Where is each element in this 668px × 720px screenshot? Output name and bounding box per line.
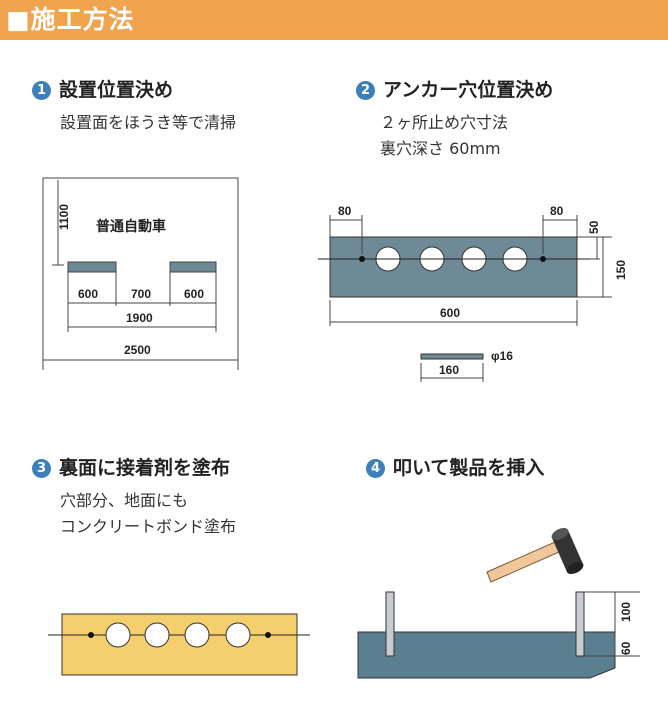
dim-right-stop: 600 bbox=[184, 287, 204, 301]
dim-inner-width: 1900 bbox=[126, 311, 153, 325]
car-stop-block-top-view bbox=[329, 236, 578, 298]
anchor-rod-right bbox=[575, 591, 585, 657]
left-car-stop bbox=[67, 261, 117, 273]
step-3-note-1: 穴部分、地面にも bbox=[60, 491, 189, 510]
step-4-title: 4 叩いて製品を挿入 bbox=[366, 456, 544, 480]
step-1-note: 設置面をほうき等で清掃 bbox=[60, 113, 237, 132]
car-stop-underside bbox=[61, 613, 298, 676]
vehicle-label: 普通自動車 bbox=[96, 218, 166, 234]
step-2-number: 2 bbox=[356, 80, 375, 100]
section-title: ■施工方法 bbox=[6, 5, 135, 34]
step-4-number: 4 bbox=[366, 458, 385, 478]
anchor-point-right bbox=[540, 256, 546, 262]
dim-height: 1100 bbox=[57, 204, 71, 230]
section-header: ■施工方法 bbox=[0, 0, 668, 40]
parking-bay-outline bbox=[42, 177, 239, 370]
step-1-number: 1 bbox=[32, 80, 51, 100]
right-car-stop bbox=[169, 261, 217, 273]
dim-right-offset: 80 bbox=[550, 204, 564, 218]
adhesive-point-left bbox=[88, 632, 94, 638]
hammer-handle bbox=[486, 541, 560, 583]
dim-rod-above: 100 bbox=[619, 602, 633, 622]
dim-total-width: 2500 bbox=[124, 343, 151, 357]
dim-rod-length: 160 bbox=[439, 363, 459, 377]
dim-gap: 700 bbox=[131, 287, 151, 301]
dim-left-offset: 80 bbox=[338, 204, 352, 218]
hammer-head-icon bbox=[551, 528, 584, 574]
step-4-label: 叩いて製品を挿入 bbox=[393, 457, 545, 479]
dim-block-height: 150 bbox=[614, 260, 628, 280]
anchor-rod bbox=[420, 353, 484, 360]
dim-left-stop: 600 bbox=[78, 287, 98, 301]
step-2-label: アンカー穴位置決め bbox=[383, 79, 554, 101]
anchor-rod-left bbox=[385, 591, 395, 657]
adhesive-point-right bbox=[265, 632, 271, 638]
step-3-number: 3 bbox=[32, 458, 51, 478]
step-2-note-1: ２ヶ所止め穴寸法 bbox=[380, 113, 509, 132]
step-2-note-2: 裏穴深さ 60mm bbox=[380, 139, 501, 158]
step-1-title: 1 設置位置決め bbox=[32, 78, 173, 102]
step-3-label: 裏面に接着剤を塗布 bbox=[59, 457, 231, 479]
dim-rod-diameter: φ16 bbox=[491, 349, 513, 363]
step-2-title: 2 アンカー穴位置決め bbox=[356, 78, 553, 102]
dim-hole-depth: 50 bbox=[587, 220, 601, 234]
dim-block-width: 600 bbox=[440, 306, 460, 320]
step-1-label: 設置位置決め bbox=[59, 79, 174, 101]
dim-rod-below: 60 bbox=[619, 641, 633, 655]
anchor-point-left bbox=[359, 256, 365, 262]
step-3-title: 3 裏面に接着剤を塗布 bbox=[32, 456, 230, 480]
step-3-note-2: コンクリートボンド塗布 bbox=[60, 517, 237, 536]
underside-holes bbox=[105, 622, 251, 648]
